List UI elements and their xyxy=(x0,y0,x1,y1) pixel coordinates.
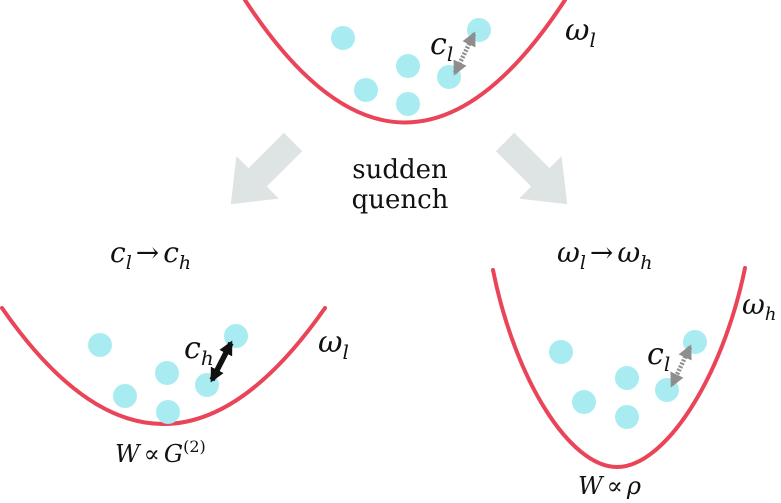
right-coupling-label: cl xyxy=(647,337,670,376)
particle xyxy=(572,390,596,414)
center-text-line1: sudden xyxy=(352,155,448,185)
coupling-arrow-gray xyxy=(452,31,477,76)
particle xyxy=(354,78,378,102)
particle xyxy=(655,378,679,402)
right-work-label: W∝ρ xyxy=(578,472,641,500)
particle xyxy=(615,366,639,390)
particle xyxy=(396,92,420,116)
particle xyxy=(549,340,573,364)
coupling-arrow-black xyxy=(209,340,234,383)
left-transition-arrow xyxy=(230,132,303,205)
left-trap-curve xyxy=(0,306,327,426)
coupling-arrow-gray xyxy=(669,344,693,388)
top-coupling-label: cl xyxy=(430,27,453,66)
particle xyxy=(437,65,461,89)
center-text-line2: quench xyxy=(352,185,449,215)
top-trap-label: ωl xyxy=(565,13,596,52)
particle xyxy=(88,333,112,357)
particle xyxy=(155,361,179,385)
right-transition-arrow xyxy=(495,132,568,205)
particle xyxy=(113,384,137,408)
particle xyxy=(396,54,420,78)
left-trap-label: ωl xyxy=(318,325,349,364)
particle xyxy=(156,400,180,424)
right-process-label: ωl→ωh xyxy=(557,236,652,274)
left-work-label: W∝G(2) xyxy=(115,437,206,468)
particle xyxy=(615,405,639,429)
left-process-label: cl→ch xyxy=(110,236,191,274)
right-panel: ωl→ωh cl ωh W∝ρ xyxy=(491,236,776,500)
top-trap-curve xyxy=(243,0,567,125)
left-panel: cl→ch ch ωl W∝G(2) xyxy=(0,236,349,468)
top-panel: cl ωl xyxy=(243,0,596,125)
left-coupling-label: ch xyxy=(184,331,214,370)
right-trap-curve xyxy=(491,266,747,470)
right-trap-label: ωh xyxy=(742,288,776,325)
particle xyxy=(331,26,355,50)
